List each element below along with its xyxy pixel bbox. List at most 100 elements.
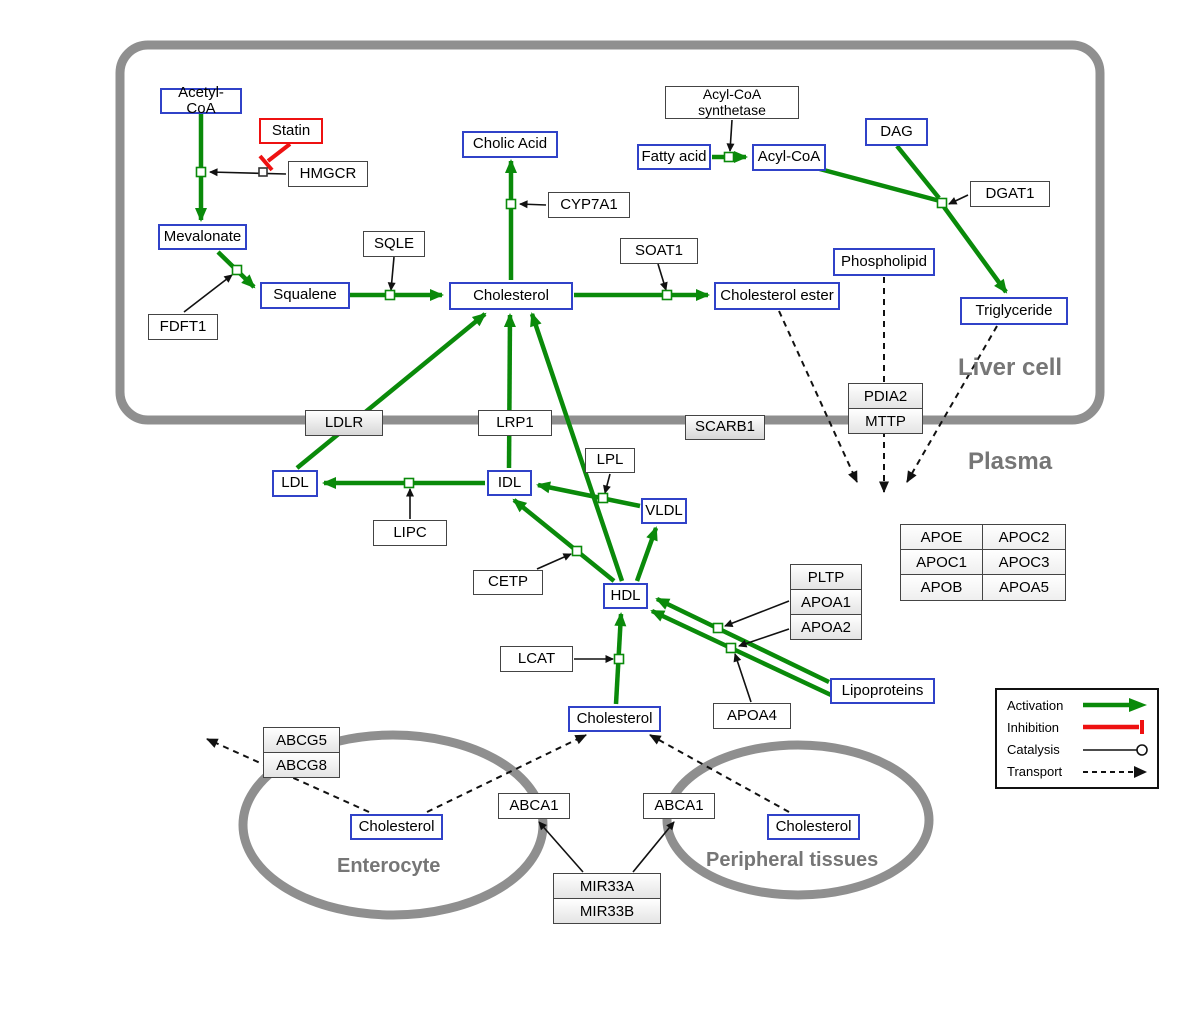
stack-abcg5-abcg8: ABCG5 ABCG8 — [263, 727, 340, 778]
apolipoprotein-table: APOE APOC2 APOC1 APOC3 APOB APOA5 — [900, 524, 1066, 601]
node-cholic-acid[interactable]: Cholic Acid — [462, 131, 558, 158]
node-apob[interactable]: APOB — [901, 575, 983, 600]
node-apoc2[interactable]: APOC2 — [983, 525, 1065, 550]
liver-cell-outline — [115, 40, 1105, 425]
node-cholesterol-liver[interactable]: Cholesterol — [449, 282, 573, 310]
plasma-label: Plasma — [968, 448, 1053, 475]
node-abca1-enterocyte[interactable]: ABCA1 — [498, 793, 570, 819]
enterocyte-label: Enterocyte — [337, 855, 441, 877]
node-apoe[interactable]: APOE — [901, 525, 983, 550]
node-statin[interactable]: Statin — [259, 118, 323, 144]
edge-cyp7a1-catalysis — [519, 200, 547, 209]
node-lipc[interactable]: LIPC — [373, 520, 447, 546]
edge-soat1-catalysis — [657, 263, 668, 291]
node-squalene[interactable]: Squalene — [260, 282, 350, 309]
edge-mir33-abca1-peripheral — [632, 821, 675, 873]
legend: Activation Inhibition Catalysis Transpor… — [995, 688, 1159, 789]
stack-mir33a-mir33b: MIR33A MIR33B — [553, 873, 661, 924]
inhibition-tbar-icon — [1083, 720, 1144, 735]
node-apoc3[interactable]: APOC3 — [983, 550, 1065, 575]
node-acyl-coa-synthetase[interactable]: Acyl-CoA synthetase — [665, 86, 799, 119]
node-apoa5[interactable]: APOA5 — [983, 575, 1065, 600]
node-mevalonate[interactable]: Mevalonate — [158, 224, 247, 250]
node-abcg5[interactable]: ABCG5 — [264, 728, 339, 753]
catalysis-edges — [183, 119, 969, 873]
peripheral-tissues-outline — [662, 740, 934, 900]
reaction-node — [195, 166, 207, 178]
edge-apoa4-catalysis — [733, 653, 752, 703]
node-ldlr[interactable]: LDLR — [305, 410, 383, 436]
edge-sqle-catalysis — [387, 256, 396, 291]
edge-dag-junction — [895, 144, 941, 200]
reaction-nodes — [195, 151, 948, 665]
node-lpl[interactable]: LPL — [585, 448, 635, 473]
reaction-node — [723, 151, 735, 163]
node-cholesterol-plasma[interactable]: Cholesterol — [568, 706, 661, 732]
reaction-node — [712, 622, 724, 634]
node-mir33b[interactable]: MIR33B — [554, 899, 660, 923]
node-vldl[interactable]: VLDL — [641, 498, 687, 524]
edge-ldl-cholesterol-via-ldlr — [295, 312, 487, 470]
activation-edges — [195, 114, 1008, 705]
node-cetp[interactable]: CETP — [473, 570, 543, 595]
node-scarb1[interactable]: SCARB1 — [685, 415, 765, 440]
reaction-node — [505, 198, 517, 210]
node-apoa1[interactable]: APOA1 — [791, 590, 861, 615]
node-sqle[interactable]: SQLE — [363, 231, 425, 257]
node-fdft1[interactable]: FDFT1 — [148, 314, 218, 340]
node-soat1[interactable]: SOAT1 — [620, 238, 698, 264]
node-pltp[interactable]: PLTP — [791, 565, 861, 590]
edge-hdl-vldl — [634, 526, 659, 582]
edge-idl-cholesterol-via-lrp1 — [503, 313, 516, 469]
node-apoc1[interactable]: APOC1 — [901, 550, 983, 575]
edge-mir33-abca1-enterocyte — [538, 821, 584, 873]
node-cholesterol-enterocyte[interactable]: Cholesterol — [350, 814, 443, 840]
reaction-node — [231, 264, 243, 276]
node-cyp7a1[interactable]: CYP7A1 — [548, 192, 630, 218]
reaction-node — [936, 197, 948, 209]
node-abca1-peripheral[interactable]: ABCA1 — [643, 793, 715, 819]
inhibition-edges — [258, 142, 292, 172]
reaction-node — [661, 289, 673, 301]
activation-arrow-icon — [1083, 698, 1147, 713]
node-pdia2[interactable]: PDIA2 — [849, 384, 922, 409]
node-acyl-coa[interactable]: Acyl-CoA — [752, 144, 826, 171]
node-cholesterol-ester[interactable]: Cholesterol ester — [714, 282, 840, 310]
node-abcg8[interactable]: ABCG8 — [264, 753, 339, 777]
legend-transport-row: Transport — [1007, 763, 1151, 781]
node-dag[interactable]: DAG — [865, 118, 928, 146]
node-hmgcr[interactable]: HMGCR — [288, 161, 368, 187]
edge-vldl-idl-via-lpl — [536, 481, 641, 509]
node-lipoproteins[interactable]: Lipoproteins — [830, 678, 935, 704]
node-cholesterol-peripheral[interactable]: Cholesterol — [767, 814, 860, 840]
node-ldl[interactable]: LDL — [272, 470, 318, 497]
node-apoa2[interactable]: APOA2 — [791, 615, 861, 639]
catalysis-circle-icon — [1083, 743, 1148, 756]
node-mttp[interactable]: MTTP — [849, 409, 922, 433]
node-hdl[interactable]: HDL — [603, 583, 648, 609]
legend-inhibition-label: Inhibition — [1007, 719, 1060, 735]
node-apoa4[interactable]: APOA4 — [713, 703, 791, 729]
edge-apoa2-catalysis — [738, 628, 790, 648]
node-idl[interactable]: IDL — [487, 470, 532, 496]
node-fatty-acid[interactable]: Fatty acid — [637, 144, 711, 170]
liver-cell-label: Liver cell — [958, 354, 1063, 381]
edge-hdl-idl-via-cetp — [512, 498, 616, 583]
legend-activation-label: Activation — [1007, 697, 1064, 713]
edge-acylcoasynthetase-catalysis — [726, 119, 735, 152]
node-dgat1[interactable]: DGAT1 — [970, 181, 1050, 207]
node-acetyl-coa[interactable]: Acetyl-CoA — [160, 84, 242, 117]
node-phospholipid[interactable]: Phospholipid — [833, 248, 935, 276]
reaction-node — [725, 642, 737, 654]
edge-cholesterolester-secretion — [778, 310, 858, 483]
node-lrp1[interactable]: LRP1 — [478, 410, 552, 436]
legend-inhibition-row: Inhibition — [1007, 718, 1151, 736]
edge-acylcoa-junction — [815, 165, 941, 204]
peripheral-tissues-label: Peripheral tissues — [706, 849, 879, 871]
node-triglyceride[interactable]: Triglyceride — [960, 297, 1068, 325]
node-mir33a[interactable]: MIR33A — [554, 874, 660, 899]
legend-activation-row: Activation — [1007, 696, 1151, 714]
node-lcat[interactable]: LCAT — [500, 646, 573, 672]
